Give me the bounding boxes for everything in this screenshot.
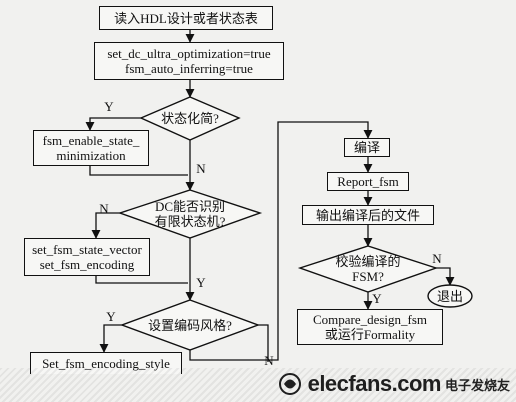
report-box: Report_fsm	[327, 172, 409, 191]
state-vector-box: set_fsm_state_vector set_fsm_encoding	[24, 238, 150, 276]
verify-fsm-line-1: 校验编译的	[335, 254, 401, 269]
verify-line-2: 或运行Formality	[324, 327, 416, 342]
optimization-box: set_dc_ultra_optimization=true fsm_auto_…	[94, 42, 284, 80]
encoding-style-label: Set_fsm_encoding_style	[42, 356, 170, 371]
d3-no-label: N	[264, 352, 274, 368]
diamond-recognize	[117, 189, 263, 239]
d4-no-label: N	[432, 250, 442, 266]
state-vector-line-2: set_fsm_encoding	[39, 257, 135, 272]
d2-yes-label: Y	[196, 274, 206, 290]
output-label: 输出编译后的文件	[315, 207, 420, 223]
d1-no-label: N	[196, 160, 206, 176]
d4-yes-label: Y	[372, 290, 382, 306]
d3-yes-label: Y	[106, 308, 116, 324]
watermark: elecfans.com 电子发烧友	[276, 369, 510, 399]
optimization-line-2: fsm_auto_inferring=true	[125, 61, 253, 76]
exit-terminal	[427, 284, 473, 308]
diamond-verify	[297, 245, 439, 293]
start-label: 读入HDL设计或者状态表	[114, 10, 258, 26]
diamond-encoding	[119, 299, 261, 351]
verify-box: Compare_design_fsm 或运行Formality	[297, 309, 443, 345]
exit-label: 退出	[436, 288, 463, 304]
d1-yes-label: Y	[104, 98, 114, 114]
state-vector-line-1: set_fsm_state_vector	[32, 242, 142, 257]
elecfans-logo-icon	[278, 373, 301, 395]
minimization-box: fsm_enable_state_ minimization	[33, 130, 149, 166]
d2-no-label: N	[99, 200, 109, 216]
start-box: 读入HDL设计或者状态表	[99, 6, 273, 30]
recognize-line-2: 有限状态机?	[154, 214, 226, 229]
optimization-line-1: set_dc_ultra_optimization=true	[107, 46, 271, 61]
verify-fsm-label: 校验编译的 FSM?	[312, 253, 424, 285]
output-box: 输出编译后的文件	[302, 205, 434, 225]
minimization-line-2: minimization	[56, 148, 126, 163]
compile-label: 编译	[353, 140, 380, 155]
watermark-sub: 电子发烧友	[444, 378, 510, 394]
simplify-label: 状态化简?	[161, 110, 219, 126]
encoding-style-box: Set_fsm_encoding_style	[30, 352, 182, 374]
watermark-site: elecfans.com	[307, 371, 442, 396]
report-label: Report_fsm	[337, 174, 399, 189]
verify-fsm-line-2: FSM?	[352, 269, 384, 284]
recognize-line-1: DC能否识别	[154, 199, 226, 214]
encoding-label: 设置编码风格?	[148, 317, 232, 333]
compile-box: 编译	[344, 138, 390, 157]
minimization-line-1: fsm_enable_state_	[42, 133, 140, 148]
diamond-simplify	[139, 96, 241, 141]
recognize-label: DC能否识别 有限状态机?	[130, 198, 250, 230]
verify-line-1: Compare_design_fsm	[312, 312, 428, 327]
